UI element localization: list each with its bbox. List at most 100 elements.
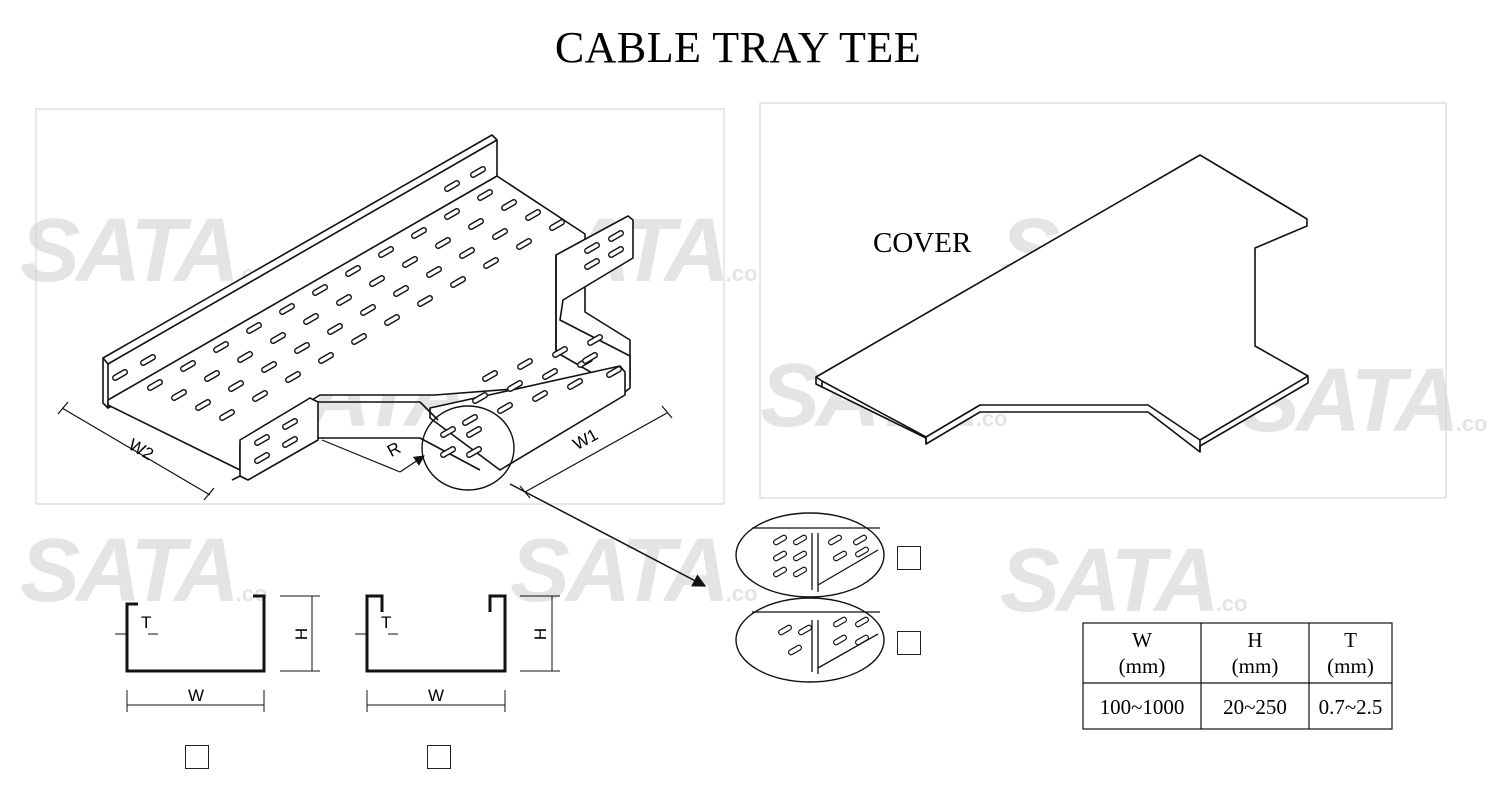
perforation-slot (219, 409, 235, 421)
perforation-slot (516, 238, 532, 250)
perforation-slot (369, 275, 385, 287)
perforation-slot (507, 380, 523, 392)
profile-b-t-label: T (381, 613, 392, 632)
perforation-slot (532, 390, 548, 402)
perforation-slot (147, 379, 163, 391)
perforation-slot (180, 360, 196, 372)
perforation-slot (584, 258, 600, 270)
perforation-slot (402, 256, 418, 268)
perforation-slot (468, 218, 484, 230)
perforation-slot (246, 322, 262, 334)
perforation-slot (450, 276, 466, 288)
perforation-slot (270, 332, 286, 344)
profile-a-t-label: T (141, 613, 152, 632)
select-checkbox-detail-bottom[interactable] (897, 631, 921, 655)
perforation-slot (384, 314, 400, 326)
perforation-slot (472, 392, 488, 404)
perforation-slot (459, 247, 475, 259)
perforation-slot (254, 452, 270, 464)
perforation-slot (466, 426, 482, 438)
perforation-slot (112, 369, 128, 381)
perforation-slot (279, 303, 295, 315)
select-checkbox-profile-a[interactable] (185, 745, 209, 769)
profile-b-h-label: H (531, 627, 551, 641)
detail-perforation-slot (853, 534, 867, 546)
perforation-slot (501, 199, 517, 211)
perforation-slot (345, 265, 361, 277)
detail-perforation-slot (793, 566, 807, 578)
perforation-slot (303, 313, 319, 325)
perforation-slot (261, 361, 277, 373)
perforation-slot (336, 294, 352, 306)
detail-inset-top (735, 512, 885, 598)
detail-perforation-slot (788, 644, 802, 656)
profile-a-w-label: W (188, 686, 205, 705)
cover-drawing (815, 154, 1309, 453)
detail-inset-bottom (735, 597, 885, 683)
perforation-slot (587, 334, 603, 346)
perforation-slot (360, 304, 376, 316)
perforation-slot (482, 370, 498, 382)
perforation-slot (606, 366, 622, 378)
detail-perforation-slot (833, 550, 847, 562)
perforation-slot (552, 346, 568, 358)
spec-table-grid (1082, 622, 1393, 730)
spec-header-w: W (mm) (1083, 627, 1201, 679)
perforation-slot (440, 426, 456, 438)
perforation-slot (312, 284, 328, 296)
perforation-slot (285, 371, 301, 383)
spec-value-h: 20~250 (1223, 695, 1287, 719)
detail-perforation-slot (833, 634, 847, 646)
spec-header-h-name: H (1247, 628, 1263, 652)
watermark-7: SATA.co (510, 521, 758, 621)
perforation-slot (608, 246, 624, 258)
perforation-slot (417, 295, 433, 307)
detail-slots (773, 534, 869, 656)
profile-b-w-label: W (428, 686, 445, 705)
perforation-slot (140, 354, 156, 366)
detail-perforation-slot (793, 550, 807, 562)
perforation-slot (582, 352, 598, 364)
perforation-slot (584, 242, 600, 254)
detail-perforation-slot (778, 624, 792, 636)
detail-callout-ring (421, 405, 515, 491)
perforation-slot (497, 402, 513, 414)
watermark-8: SATA.co (1000, 531, 1248, 631)
select-checkbox-profile-b[interactable] (427, 745, 451, 769)
profile-a (115, 594, 320, 712)
spec-header-t-unit: (mm) (1327, 654, 1374, 678)
tee-drawing (102, 134, 634, 481)
watermark-1: SATA.co (20, 201, 267, 301)
perforation-slot (435, 237, 451, 249)
spec-header-w-name: W (1132, 628, 1152, 652)
perforation-slot (466, 446, 482, 458)
select-checkbox-detail-top[interactable] (897, 546, 921, 570)
perforation-slot (294, 342, 310, 354)
perforation-slot (213, 341, 229, 353)
detail-perforation-slot (855, 546, 869, 558)
perforation-slot (411, 227, 427, 239)
perforation-slot (171, 389, 187, 401)
perforation-slot (195, 399, 211, 411)
cover-label: COVER (873, 227, 972, 259)
spec-header-t-name: T (1344, 628, 1357, 652)
perforation-slot (254, 434, 270, 446)
detail-perforation-slot (833, 616, 847, 628)
perforation-slot (549, 219, 565, 231)
detail-perforation-slot (773, 534, 787, 546)
spec-header-h: H (mm) (1201, 627, 1309, 679)
perforation-slot (608, 230, 624, 242)
perforation-slot (470, 166, 486, 178)
perforation-slot (318, 352, 334, 364)
perforation-slot (542, 368, 558, 380)
perforation-slot (477, 189, 493, 201)
tee-slots (112, 166, 624, 464)
spec-value-w: 100~1000 (1099, 695, 1185, 719)
detail-perforation-slot (773, 550, 787, 562)
perforation-slot (462, 414, 478, 426)
detail-perforation-slot (793, 534, 807, 546)
perforation-slot (492, 228, 508, 240)
perforation-slot (282, 436, 298, 448)
perforation-slot (393, 285, 409, 297)
